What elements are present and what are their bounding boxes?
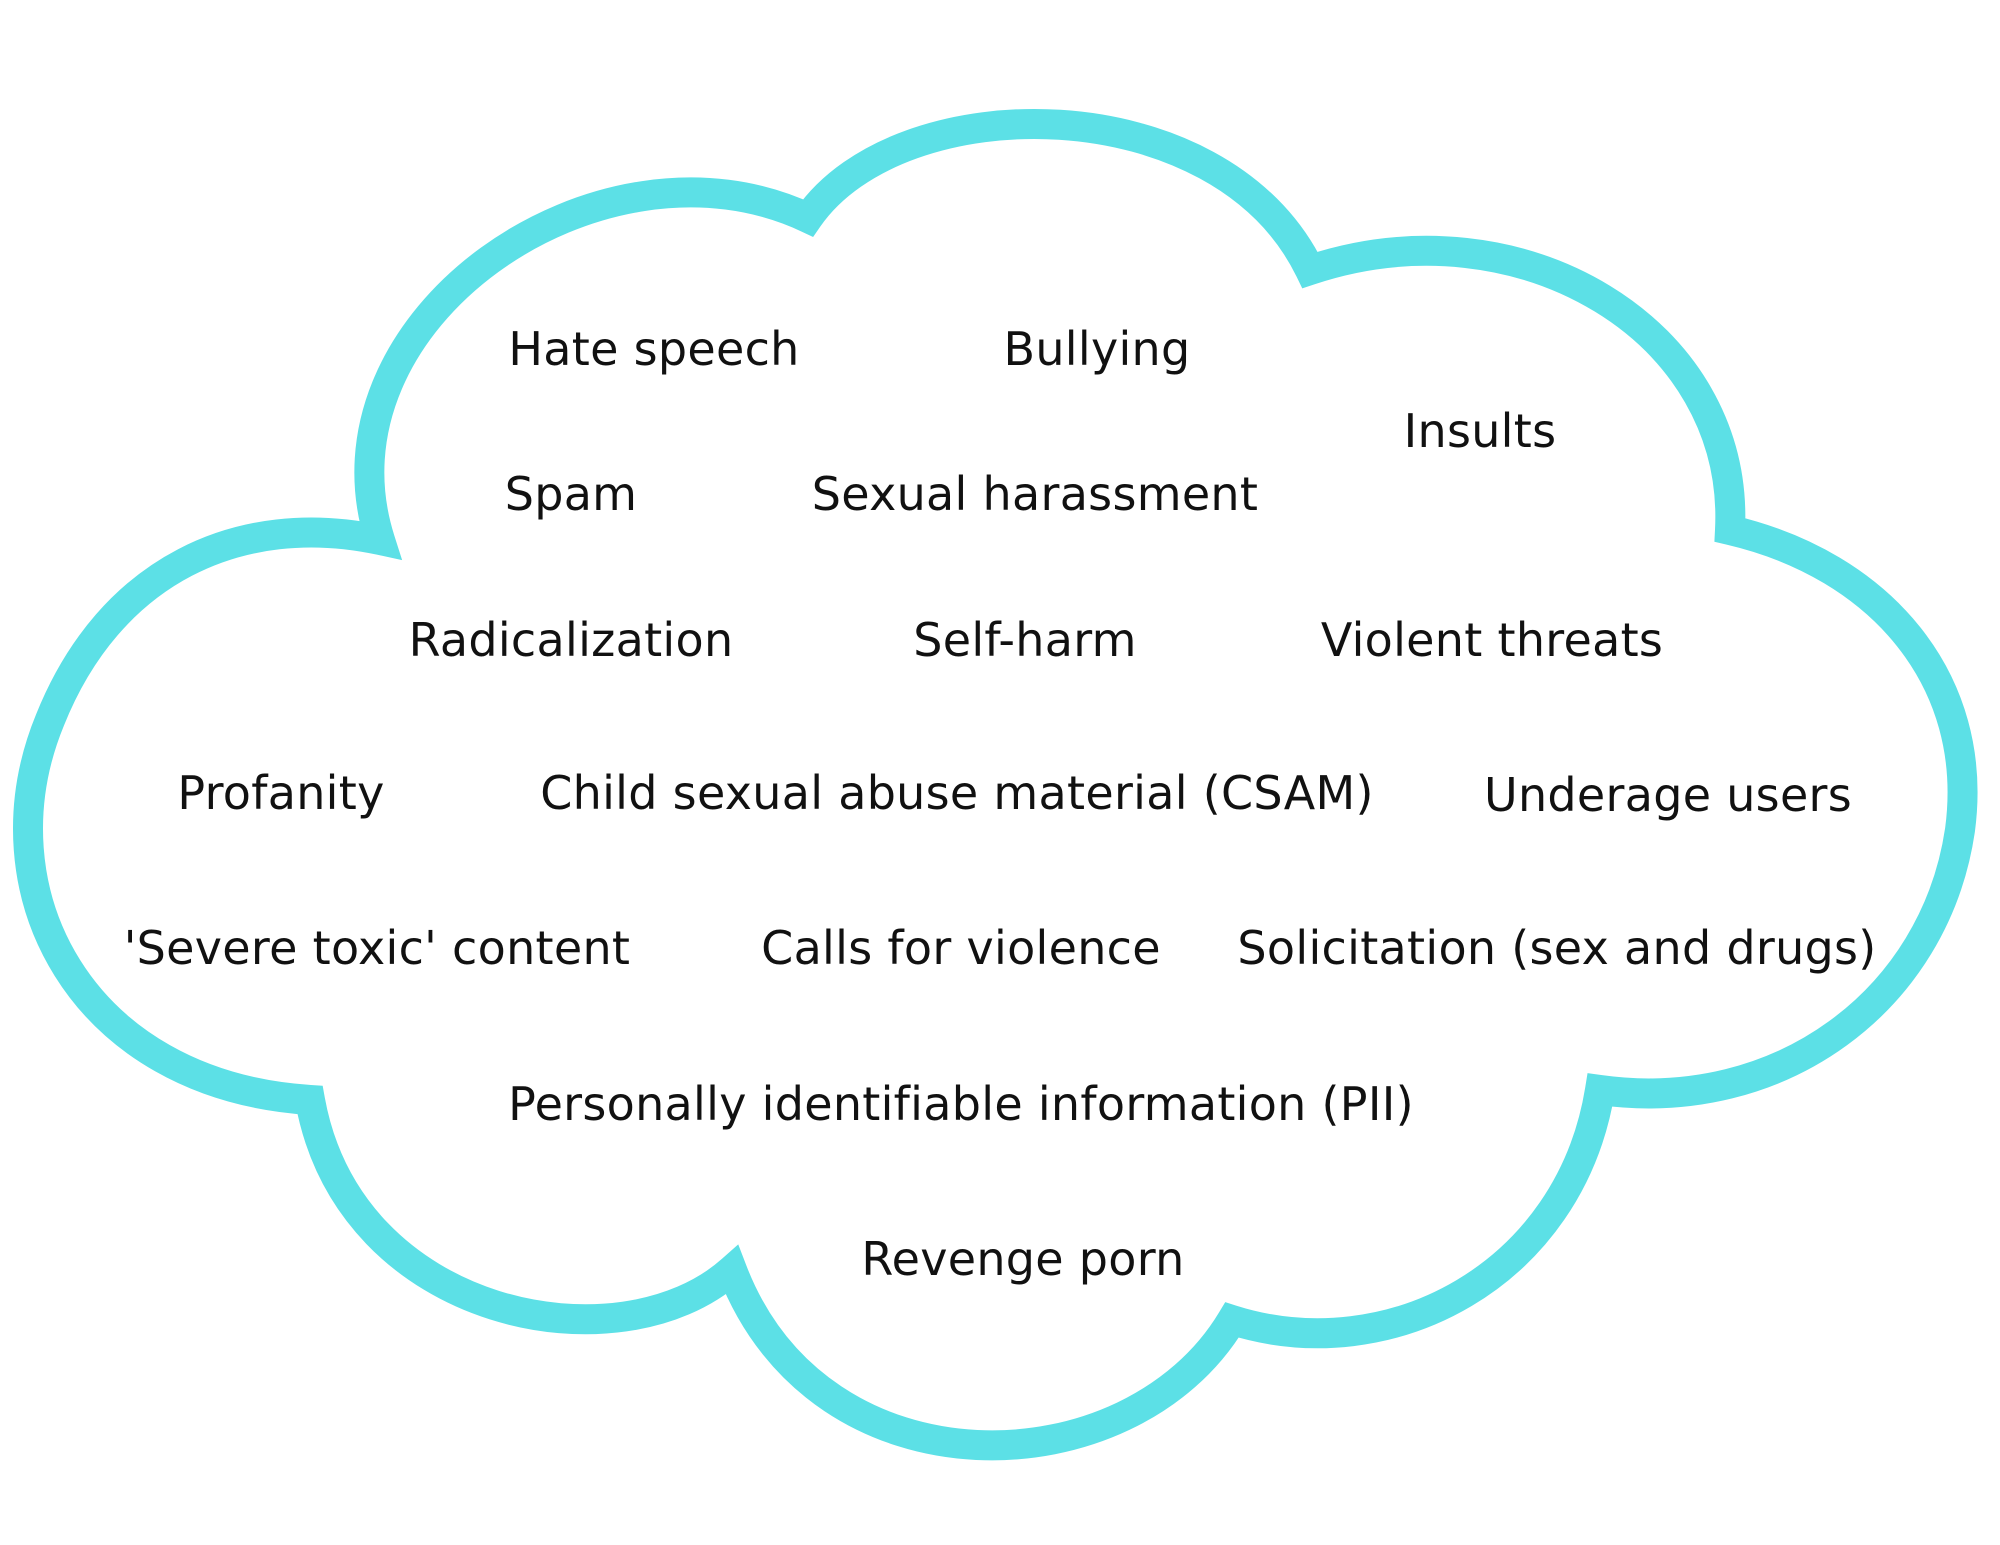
term-csam: Child sexual abuse material (CSAM) xyxy=(540,766,1374,820)
cloud-outline xyxy=(13,109,1978,1461)
term-profanity: Profanity xyxy=(177,766,385,820)
term-revenge-porn: Revenge porn xyxy=(861,1232,1185,1286)
term-insults: Insults xyxy=(1403,404,1557,458)
term-bullying: Bullying xyxy=(1003,322,1191,376)
term-sexual-harassment: Sexual harassment xyxy=(811,467,1259,521)
term-underage-users: Underage users xyxy=(1483,768,1853,822)
term-pii: Personally identifiable information (PII… xyxy=(508,1077,1414,1131)
term-self-harm: Self-harm xyxy=(913,613,1137,667)
term-hate-speech: Hate speech xyxy=(508,322,800,376)
term-violent-threats: Violent threats xyxy=(1320,613,1664,667)
term-radicalization: Radicalization xyxy=(408,613,734,667)
term-severe-toxic: 'Severe toxic' content xyxy=(123,921,631,975)
term-solicitation: Solicitation (sex and drugs) xyxy=(1237,921,1877,975)
term-calls-for-violence: Calls for violence xyxy=(761,921,1161,975)
term-spam: Spam xyxy=(504,467,638,521)
